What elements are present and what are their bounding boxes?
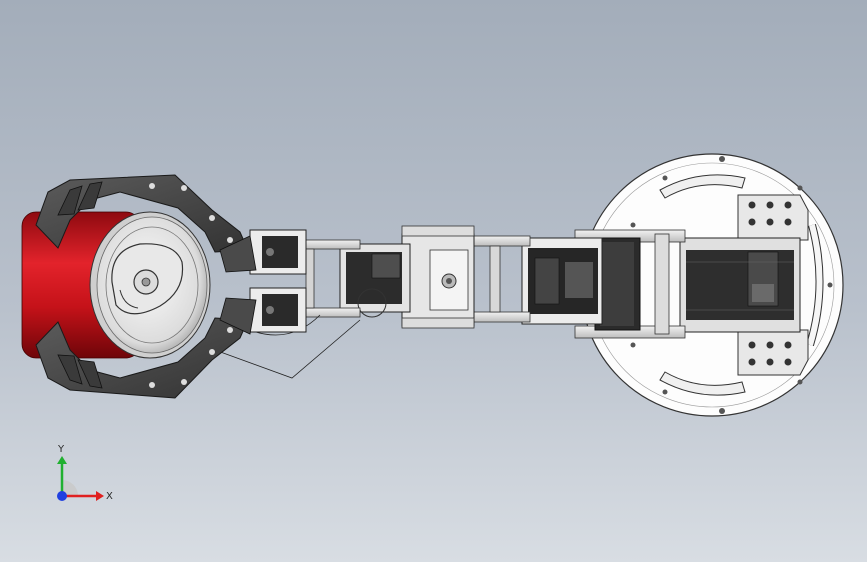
gripper-mount-rails[interactable]	[299, 239, 361, 318]
gripper-servo-top[interactable]	[249, 229, 307, 275]
elbow-servo-assembly[interactable]	[521, 237, 603, 325]
x-axis-arrowhead	[96, 491, 104, 501]
wrist-servo-assembly[interactable]	[339, 243, 411, 318]
gripper-servo-bottom[interactable]	[249, 287, 307, 333]
x-axis-label: X	[106, 491, 113, 502]
gripper-claw-plates[interactable]	[35, 174, 257, 399]
shoulder-servo-assembly[interactable]	[679, 237, 801, 333]
y-axis-label: Y	[57, 444, 65, 455]
y-axis-arrowhead	[57, 456, 67, 464]
soda-can[interactable]	[21, 211, 211, 359]
z-axis-dot	[57, 491, 67, 501]
upper-arm-link[interactable]	[574, 229, 686, 339]
base-top-bracket[interactable]	[737, 194, 809, 241]
base-bottom-bracket[interactable]	[737, 329, 809, 376]
triad-plane	[62, 480, 78, 496]
wrist-block[interactable]	[401, 225, 475, 329]
servo-cable	[214, 319, 361, 379]
view-triad[interactable]: X Y	[40, 436, 120, 516]
